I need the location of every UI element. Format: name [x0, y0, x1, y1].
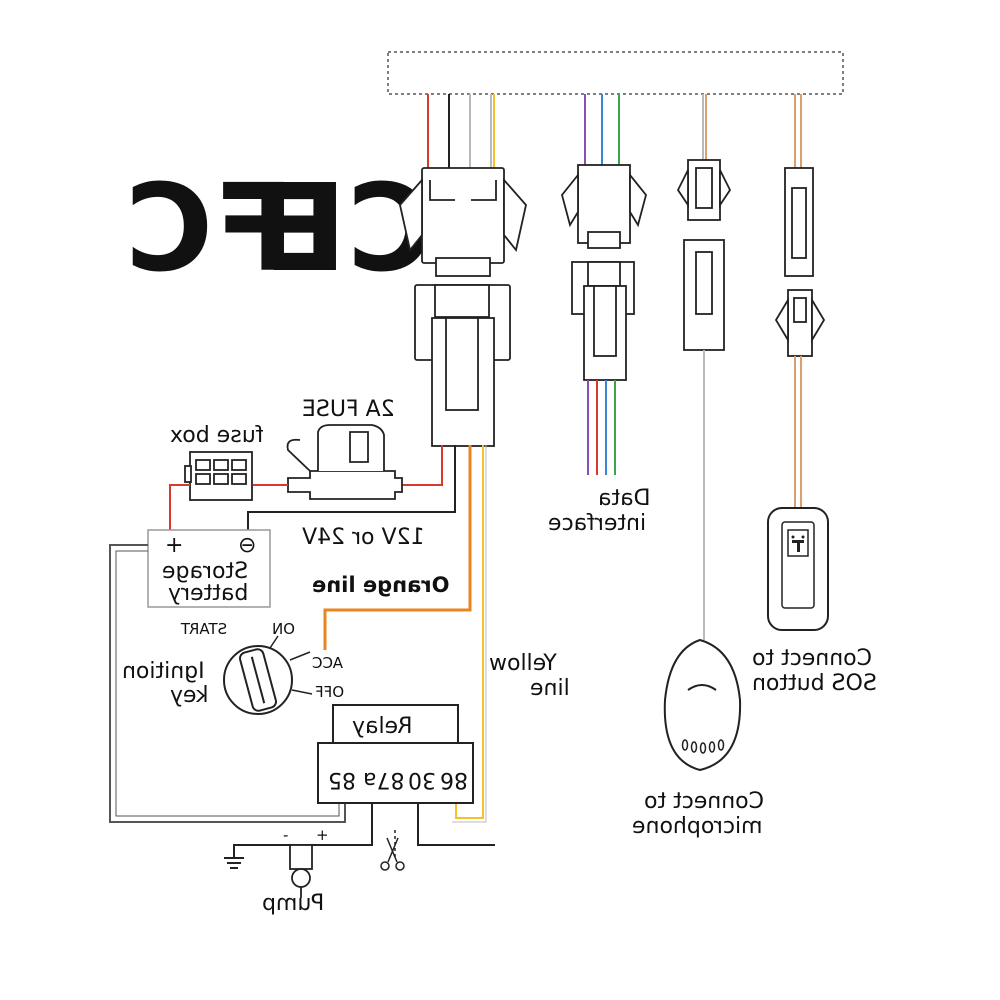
ignition-acc-label: ACC	[312, 654, 343, 672]
sos-label-2: SOS button	[752, 671, 877, 696]
data-connector-upper	[561, 164, 647, 249]
red-power-wire	[402, 445, 443, 486]
data-connector-lower	[571, 261, 635, 381]
power-harness-wires	[427, 94, 495, 170]
fuse-box-label: fuse box	[170, 423, 263, 448]
sos-cable	[794, 356, 802, 512]
svg-text:FC: FC	[125, 160, 295, 299]
relay-pin-85: 85	[328, 767, 356, 792]
data-interface-wires-bottom	[587, 380, 616, 475]
wire-cut-icon	[380, 830, 405, 871]
sos-label-1: Connect to	[752, 646, 872, 671]
yellow-line-label-2: line	[530, 676, 570, 701]
sos-button	[767, 507, 829, 631]
pump-label: Pump	[262, 891, 324, 916]
data-interface-wires-top	[584, 94, 620, 165]
power-connector-upper	[399, 167, 527, 277]
relay-output-wiring	[224, 802, 495, 869]
yellow-relay-wire	[455, 445, 484, 819]
box-to-battery-wire	[169, 484, 190, 535]
storage-battery: + ⊖ Storage battery	[147, 529, 271, 608]
battery-plus-terminal: +	[165, 533, 183, 558]
microphone-wire	[702, 94, 707, 160]
ignition-off-label: OFF	[315, 683, 344, 701]
battery-label-line2: battery	[168, 581, 248, 606]
battery-label-line1: Storage	[162, 559, 248, 584]
ignition-key-label-line2: key	[170, 683, 209, 708]
fuse-label: 2A FUSE	[302, 397, 395, 422]
ignition-key-label-line1: Ignition	[122, 659, 205, 684]
relay-title: Relay	[352, 714, 412, 739]
relay-pin-87a: 87a	[363, 767, 404, 792]
ignition-on-label: ON	[272, 620, 295, 638]
microphone-label-1: Connect to	[644, 789, 764, 814]
data-interface-label-2: interface	[548, 511, 646, 536]
data-interface-label-1: Data	[598, 486, 651, 511]
ignition-start-label: START	[180, 620, 227, 638]
relay-pin-86: 86	[440, 767, 468, 792]
pump	[289, 844, 313, 898]
relay: Relay	[317, 704, 474, 804]
power-connector-lower	[414, 284, 511, 447]
battery-minus-terminal: ⊖	[238, 533, 256, 558]
orange-acc-wire	[323, 445, 472, 650]
microphone	[663, 638, 742, 772]
device-housing	[387, 51, 844, 95]
battery-to-relay-wire	[109, 544, 346, 823]
voltage-label: 12V or 24V	[302, 525, 425, 550]
relay-pin-30: 30	[408, 767, 436, 792]
inline-fuse	[286, 424, 403, 500]
fuse-box	[184, 451, 253, 501]
sos-connector	[774, 167, 826, 357]
black-ground-wire	[247, 445, 456, 535]
ignition-key	[223, 635, 313, 715]
sos-wire	[794, 94, 802, 170]
pump-minus: -	[283, 826, 288, 844]
pump-plus: +	[316, 826, 329, 844]
orange-line-label: Orange line	[312, 573, 450, 597]
microphone-label-2: microphone	[632, 814, 763, 839]
fc-logo: FC	[125, 160, 295, 299]
microphone-connector	[676, 159, 732, 351]
yellow-line-label-1: Yellow	[489, 651, 558, 676]
